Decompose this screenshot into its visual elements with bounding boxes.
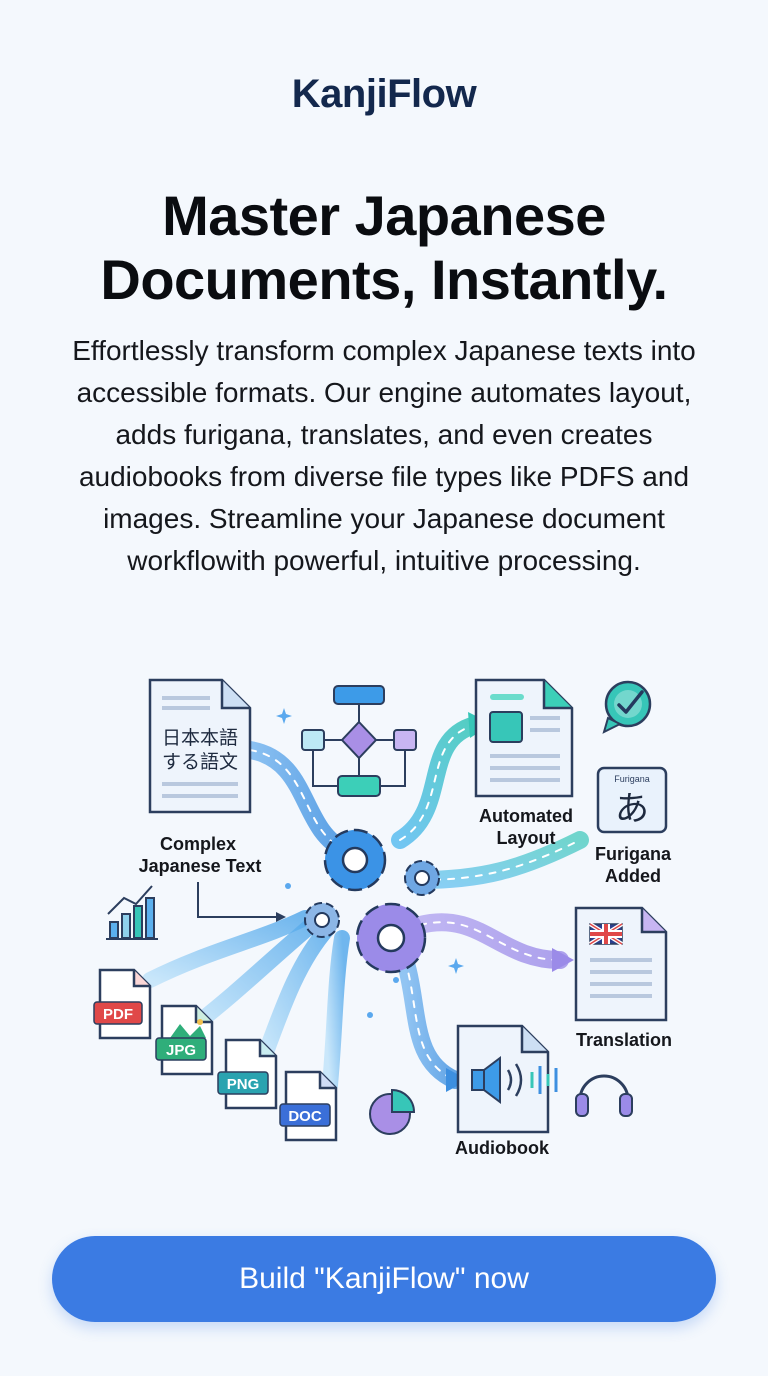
furigana-badge: Furigana bbox=[614, 774, 650, 784]
speaker-icon bbox=[471, 1056, 523, 1104]
uk-flag-icon bbox=[588, 922, 624, 946]
gear-icon-large-purple bbox=[355, 902, 427, 974]
furigana-label-1: Furigana bbox=[595, 844, 672, 864]
build-kanjiflow-button[interactable]: Build "KanjiFlow" now bbox=[52, 1236, 716, 1322]
workflow-illustration: 日本本語 する語文 Complex Japanese Text bbox=[80, 660, 688, 1180]
page-description: Effortlessly transform complex Japanese … bbox=[72, 335, 696, 576]
gear-icon-large-blue bbox=[323, 828, 387, 892]
flowchart-icon bbox=[301, 685, 417, 797]
furigana-card: Furigana あ bbox=[596, 766, 668, 834]
flow-streams bbox=[142, 716, 589, 1093]
layout-label-2: Layout bbox=[496, 828, 555, 848]
pdf-file-icon: PDF bbox=[93, 968, 152, 1040]
automated-layout-document bbox=[474, 678, 574, 798]
furigana-label-2: Added bbox=[605, 866, 661, 886]
cta-container: Build "KanjiFlow" now bbox=[52, 1236, 716, 1322]
layout-label-1: Automated bbox=[479, 806, 573, 826]
gear-icon-small-right bbox=[404, 860, 440, 896]
sparkle-icons bbox=[276, 708, 464, 1018]
page-headline: Master Japanese Documents, Instantly. bbox=[20, 184, 748, 312]
source-doc-line-2: する語文 bbox=[162, 751, 238, 773]
source-doc-line-1: 日本本語 bbox=[162, 727, 238, 749]
doc-label: DOC bbox=[288, 1108, 322, 1125]
chat-check-icon bbox=[602, 680, 652, 734]
headline-line-1: Master Japanese bbox=[162, 184, 606, 247]
audiobook-document bbox=[456, 1024, 558, 1134]
translation-document bbox=[574, 906, 668, 1022]
japanese-text-document: 日本本語 する語文 bbox=[148, 678, 252, 814]
png-file-icon: PNG bbox=[217, 1038, 278, 1110]
source-label-1: Complex bbox=[160, 834, 236, 854]
furigana-glyph: あ bbox=[615, 790, 649, 828]
headline-line-2: Documents, Instantly. bbox=[100, 248, 668, 311]
source-label-2: Japanese Text bbox=[139, 856, 262, 876]
connector-arrow bbox=[197, 882, 278, 918]
audiobook-label: Audiobook bbox=[455, 1138, 550, 1158]
jpg-label: JPG bbox=[166, 1042, 196, 1059]
app-brand: KanjiFlow bbox=[291, 72, 477, 116]
pdf-label: PDF bbox=[103, 1006, 133, 1023]
jpg-file-icon: JPG bbox=[155, 1004, 214, 1076]
bar-chart-icon bbox=[106, 885, 158, 940]
gear-icon-small-left bbox=[304, 902, 340, 938]
pie-chart-icon bbox=[369, 1088, 416, 1135]
png-label: PNG bbox=[227, 1076, 260, 1093]
translation-label: Translation bbox=[576, 1030, 672, 1050]
doc-file-icon: DOC bbox=[279, 1070, 338, 1142]
headphones-icon bbox=[575, 1074, 633, 1117]
